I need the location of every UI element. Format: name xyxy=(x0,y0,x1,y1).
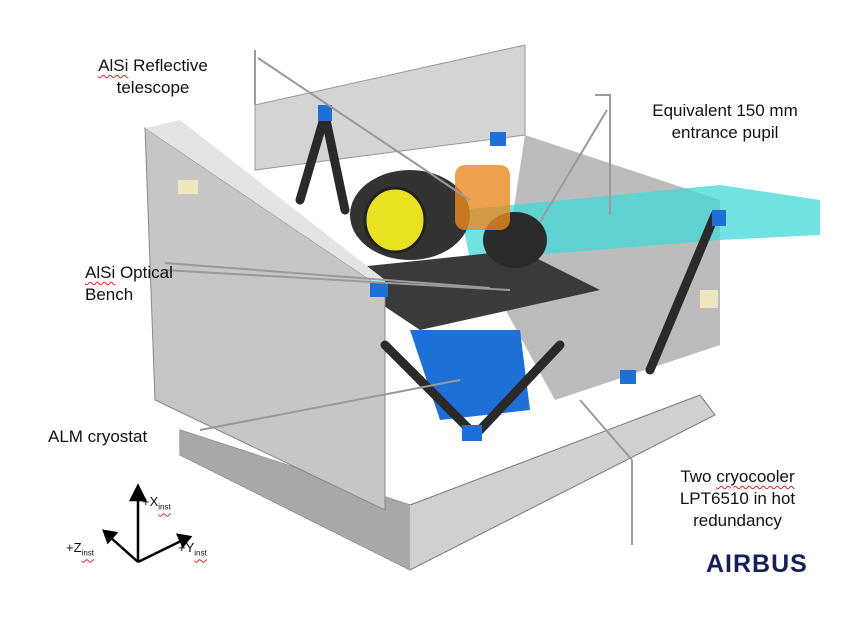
label-telescope: AlSi Reflective telescope xyxy=(78,55,228,99)
axis-y-label: +Yinst xyxy=(178,540,207,558)
axis-z-label: +Zinst xyxy=(66,540,94,558)
label-telescope-line2: telescope xyxy=(116,78,190,97)
axis-y-sub: inst xyxy=(194,548,207,558)
label-cryocooler-word1: Two xyxy=(680,467,717,486)
label-pupil: Equivalent 150 mm entrance pupil xyxy=(640,100,810,144)
struts xyxy=(295,110,720,435)
leader-lines xyxy=(164,50,633,545)
label-pupil-line2: entrance pupil xyxy=(671,123,779,142)
label-cryocooler-line2: LPT6510 in hot xyxy=(679,489,796,508)
axis-z-sub: inst xyxy=(81,548,94,558)
base-frame-top xyxy=(180,430,410,570)
cryostat-body xyxy=(410,330,530,420)
label-cryocooler: Two cryocooler LPT6510 in hot redundancy xyxy=(650,466,825,532)
axis-x-prefix: +X xyxy=(142,494,159,509)
back-panel xyxy=(254,44,526,171)
airbus-logo: AIRBUS xyxy=(706,550,808,578)
axis-z-prefix: +Z xyxy=(66,540,82,555)
label-pupil-line1: Equivalent 150 mm xyxy=(652,101,798,120)
blue-mounts xyxy=(318,105,726,441)
mirror xyxy=(363,186,427,254)
label-cryocooler-line3: redundancy xyxy=(693,511,782,530)
axis-triad xyxy=(102,483,193,564)
label-telescope-word: AlSi xyxy=(98,56,129,75)
label-bench-line2: Bench xyxy=(85,285,134,304)
label-telescope-rest: Reflective xyxy=(128,56,208,75)
axis-x-label: +Xinst xyxy=(142,494,171,512)
label-bench-word: AlSi xyxy=(85,263,116,282)
optical-bench xyxy=(330,250,600,330)
label-bench: AlSi Optical Bench xyxy=(85,262,173,306)
axis-y-prefix: +Y xyxy=(178,540,195,555)
axis-x-sub: inst xyxy=(158,502,171,512)
label-cryocooler-word2: cryocooler xyxy=(716,467,795,486)
label-cryostat: ALM cryostat xyxy=(48,427,148,446)
label-bench-rest: Optical xyxy=(115,263,173,282)
